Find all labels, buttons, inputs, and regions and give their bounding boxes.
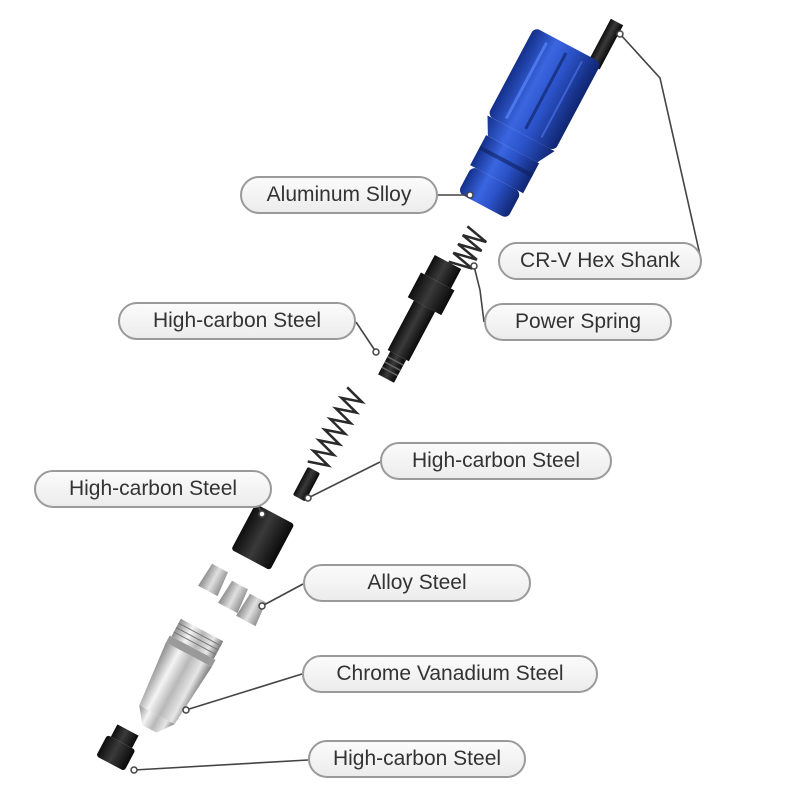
black-sleeve [232,504,294,570]
power-spring [448,225,488,270]
label-chrome-vanadium-steel: Chrome Vanadium Steel [302,655,598,693]
threaded-rod [378,254,462,383]
leader-hc4 [133,759,309,771]
label-crv-hex-shank: CR-V Hex Shank [498,242,702,280]
jaw-right [236,593,266,627]
label-aluminum-alloy: Aluminum Slloy [240,176,438,214]
label-high-carbon-steel-pin: High-carbon Steel [380,442,612,480]
jaw-left [198,563,228,597]
chrome-nose [139,618,224,733]
label-high-carbon-steel-tip: High-carbon Steel [308,740,526,778]
leader-hc1 [355,321,377,353]
label-high-carbon-steel-sleeve: High-carbon Steel [34,470,272,508]
label-high-carbon-steel-rod: High-carbon Steel [118,302,356,340]
hex-shank [587,18,624,70]
black-tip [97,724,139,771]
label-alloy-steel: Alloy Steel [303,564,531,602]
leader-chrome [185,673,303,711]
jaw-middle [218,580,248,614]
leader-alloy [261,583,304,607]
leader-lines [133,33,701,771]
aluminum-body [459,29,600,217]
lower-spring [307,386,366,468]
leader-hc2 [307,461,381,499]
label-power-spring: Power Spring [484,303,672,341]
small-pin [293,467,320,501]
leader-crv [619,33,701,256]
leader-dots [130,30,624,774]
leader-spring [473,265,485,323]
